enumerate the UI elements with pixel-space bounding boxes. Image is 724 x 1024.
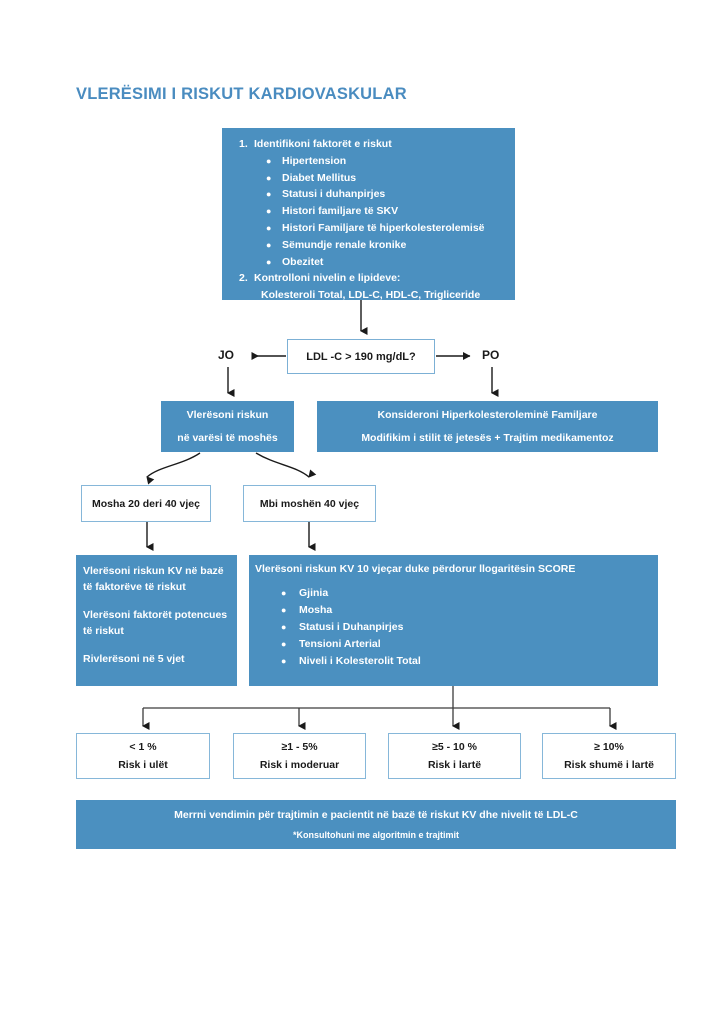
- age-old-label: Mbi moshën 40 vjeç: [259, 497, 360, 510]
- risk-label: Risk i ulët: [118, 759, 168, 771]
- risk-result-very-high: ≥ 10% Risk shumë i lartë: [542, 733, 676, 779]
- list-item: ● Sëmundje renale kronike: [232, 237, 509, 254]
- score-heading: Vlerësoni riskun KV 10 vjeçar duke përdo…: [255, 563, 576, 575]
- bullet-icon: ●: [281, 639, 287, 649]
- risk-result-moderate: ≥1 - 5% Risk i moderuar: [233, 733, 366, 779]
- bullet-label: Histori familjare të SKV: [282, 205, 399, 218]
- assess-line-1: Vlerësoni riskun: [186, 409, 269, 422]
- risk-label: Risk i lartë: [427, 759, 482, 771]
- risk-result-high: ≥5 - 10 % Risk i lartë: [388, 733, 521, 779]
- risk-value: ≥ 10%: [594, 741, 624, 753]
- step-1-label: Identifikoni faktorët e riskut: [254, 138, 392, 150]
- step-2-number: 2.: [239, 272, 248, 285]
- list-item: ● Statusi i Duhanpirjes: [255, 619, 652, 636]
- list-item: ● Histori Familjare të hiperkolesterolem…: [232, 220, 509, 237]
- bullet-icon: ●: [281, 588, 287, 598]
- young-paragraph: Vlerësoni riskun KV në bazë të faktorëve…: [83, 565, 224, 593]
- risk-value: ≥5 - 10 %: [432, 741, 477, 753]
- bullet-icon: ●: [266, 172, 272, 183]
- list-item: ● Niveli i Kolesterolit Total: [255, 653, 652, 670]
- bullet-label: Statusi i duhanpirjes: [282, 188, 386, 201]
- risk-value: ≥1 - 5%: [281, 741, 318, 753]
- age-box-20-to-40: Mosha 20 deri 40 vjeç: [81, 485, 211, 522]
- young-paragraph: Rivlerësoni në 5 vjet: [83, 653, 185, 665]
- list-item: ● Hipertension: [232, 153, 509, 170]
- bullet-icon: ●: [266, 155, 272, 166]
- step-2-detail-row: Kolesteroli Total, LDL-C, HDL-C, Triglic…: [232, 287, 509, 304]
- familial-line-2: Modifikim i stilit të jetesës + Trajtim …: [361, 431, 614, 444]
- young-assessment-panel: Vlerësoni riskun KV në bazë të faktorëve…: [76, 555, 237, 686]
- risk-label: Risk i moderuar: [259, 759, 340, 771]
- page-title: VLERËSIMI I RISKUT KARDIOVASKULAR: [76, 85, 407, 103]
- bullet-icon: ●: [266, 256, 272, 267]
- banner-line-1: Merrni vendimin për trajtimin e pacienti…: [174, 809, 578, 821]
- branch-label-no: JO: [218, 348, 235, 362]
- age-box-over-40: Mbi moshën 40 vjeç: [243, 485, 376, 522]
- step-2-detail: Kolesteroli Total, LDL-C, HDL-C, Triglic…: [261, 289, 481, 302]
- bullet-label: Gjinia: [299, 587, 329, 599]
- bullet-label: Diabet Mellitus: [282, 171, 357, 184]
- score-calculator-panel: Vlerësoni riskun KV 10 vjeçar duke përdo…: [249, 555, 658, 686]
- risk-factors-box: 1. Identifikoni faktorët e riskut ● Hipe…: [222, 128, 515, 301]
- list-item: ● Obezitet: [232, 254, 509, 271]
- assess-line-2: në varësi të moshës: [177, 431, 278, 444]
- bullet-icon: ●: [281, 656, 287, 666]
- branch-label-yes: PO: [482, 348, 500, 362]
- decision-box-ldl: LDL -C > 190 mg/dL?: [287, 339, 435, 374]
- bullet-icon: ●: [266, 239, 272, 250]
- list-item: ● Histori familjare të SKV: [232, 203, 509, 220]
- bullet-icon: ●: [266, 189, 272, 200]
- young-paragraph: Vlerësoni faktorët potencues të riskut: [83, 609, 228, 637]
- banner-line-2: *Konsultohuni me algoritmin e trajtimit: [292, 830, 459, 840]
- list-item: ● Mosha: [255, 602, 652, 619]
- bullet-icon: ●: [266, 206, 272, 217]
- assess-risk-by-age-box: Vlerësoni riskun në varësi të moshës: [161, 401, 294, 452]
- bullet-label: Histori Familjare të hiperkolesterolemis…: [282, 221, 485, 234]
- list-item: ● Gjinia: [255, 585, 652, 602]
- bullet-label: Niveli i Kolesterolit Total: [299, 655, 421, 667]
- bullet-label: Statusi i Duhanpirjes: [299, 621, 404, 633]
- list-item: ● Tensioni Arterial: [255, 636, 652, 653]
- bullet-label: Sëmundje renale kronike: [282, 238, 407, 251]
- risk-result-low: < 1 % Risk i ulët: [76, 733, 210, 779]
- bullet-label: Tensioni Arterial: [299, 638, 381, 650]
- list-item: ● Statusi i duhanpirjes: [232, 186, 509, 203]
- risk-label: Risk shumë i lartë: [564, 759, 654, 771]
- bullet-icon: ●: [266, 222, 272, 233]
- bullet-icon: ●: [281, 622, 287, 632]
- step-2-label: Kontrolloni nivelin e lipideve:: [254, 272, 401, 285]
- step-1-number: 1.: [239, 138, 248, 150]
- treatment-decision-banner: Merrni vendimin për trajtimin e pacienti…: [76, 800, 676, 849]
- step-1-row: 1. Identifikoni faktorët e riskut: [232, 136, 509, 153]
- step-2-row: 2. Kontrolloni nivelin e lipideve:: [232, 270, 509, 287]
- bullet-label: Hipertension: [282, 154, 347, 167]
- risk-value: < 1 %: [129, 741, 157, 753]
- bullet-label: Obezitet: [282, 255, 324, 268]
- familial-line-1: Konsideroni Hiperkolesteroleminë Familja…: [377, 409, 598, 422]
- list-item: ● Diabet Mellitus: [232, 170, 509, 187]
- bullet-icon: ●: [281, 605, 287, 615]
- bullet-label: Mosha: [299, 604, 333, 616]
- age-young-label: Mosha 20 deri 40 vjeç: [92, 497, 200, 510]
- decision-question: LDL -C > 190 mg/dL?: [306, 350, 416, 363]
- familial-hypercholesterolemia-box: Konsideroni Hiperkolesteroleminë Familja…: [317, 401, 658, 452]
